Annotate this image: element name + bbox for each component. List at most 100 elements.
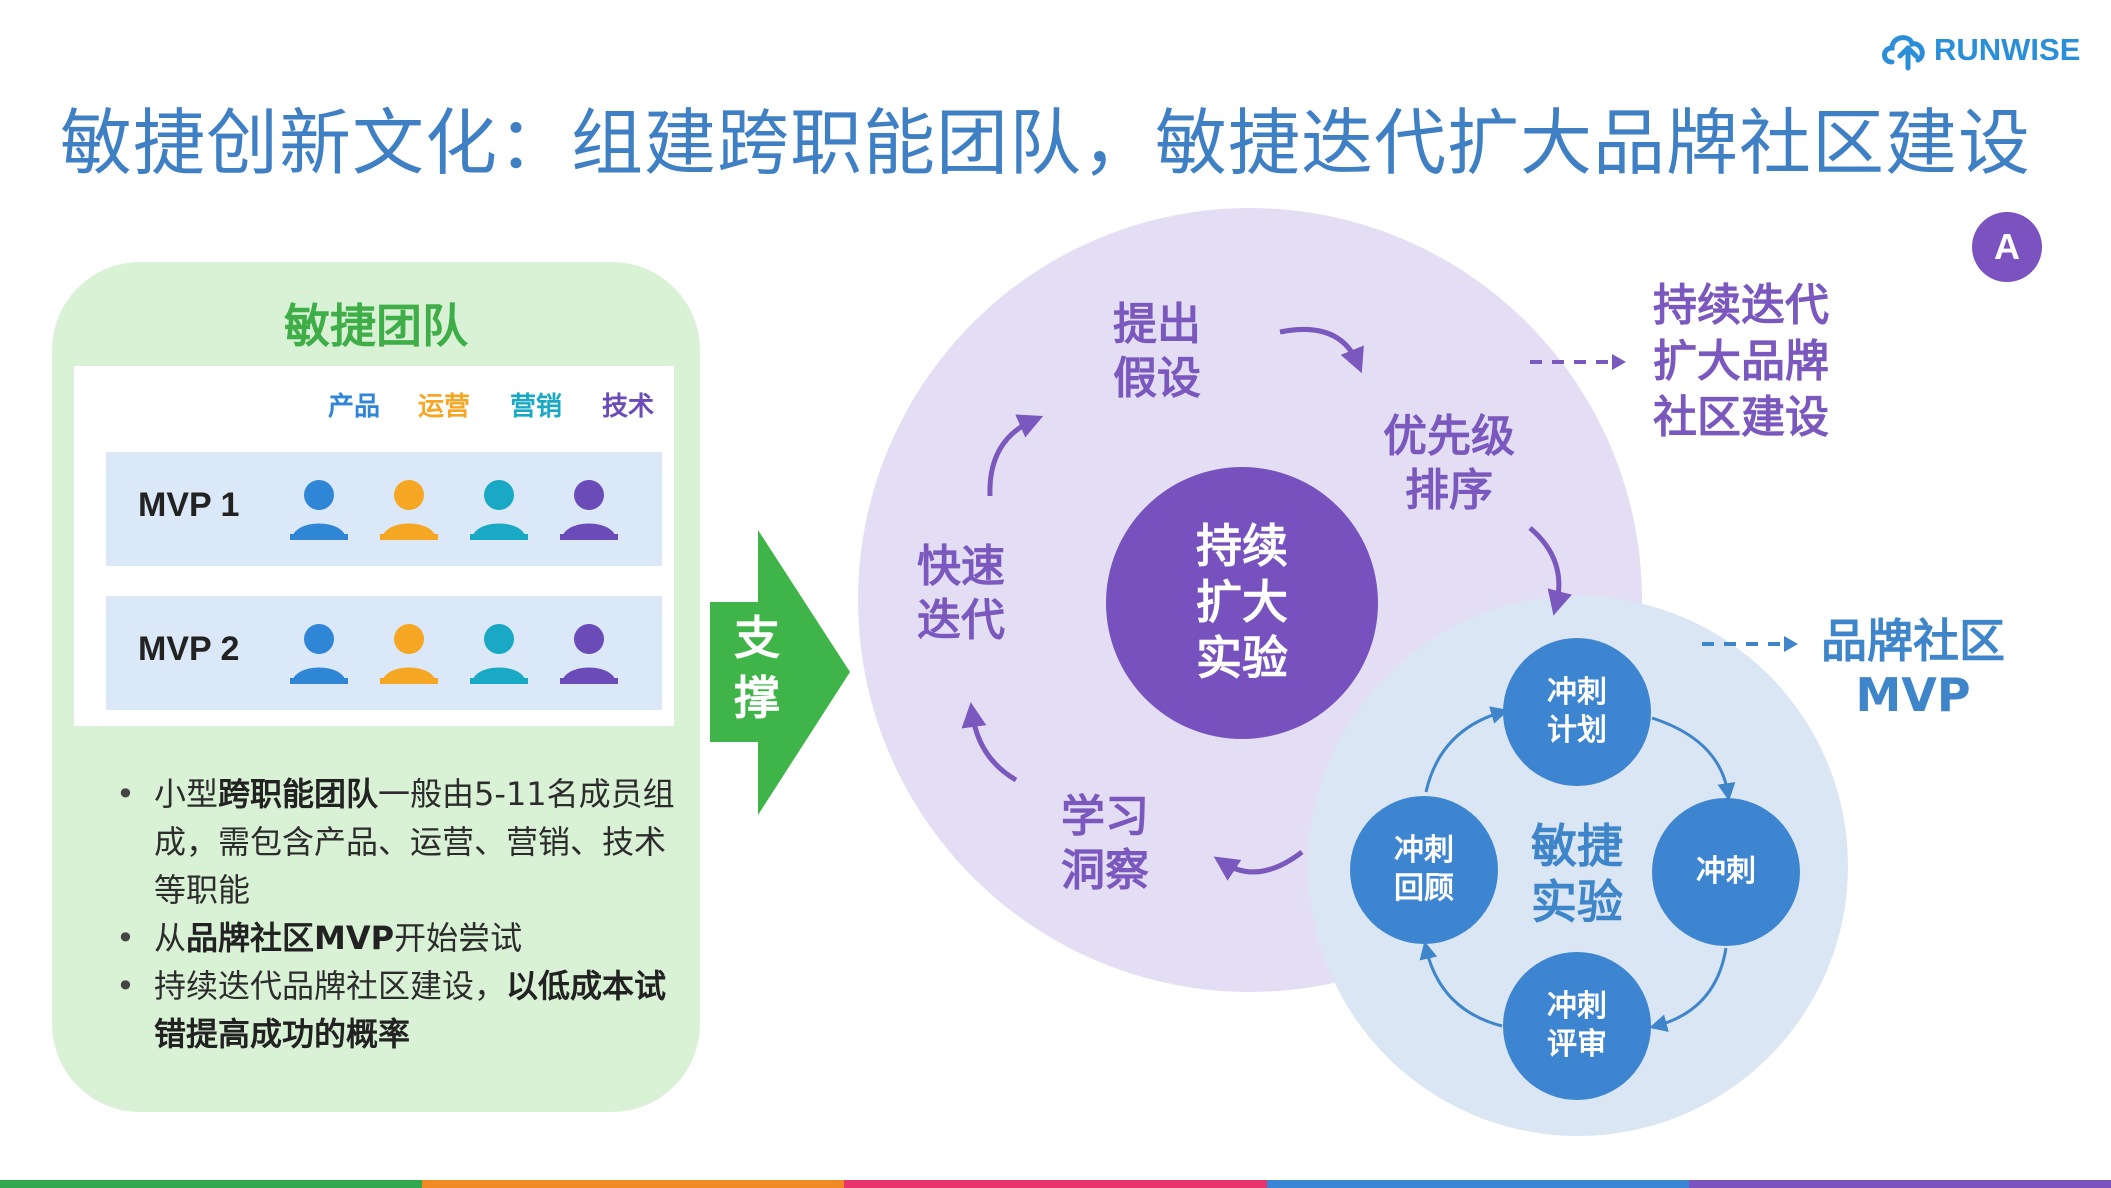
- sprint-arrow: [1424, 706, 1509, 793]
- product-person-icon: [290, 624, 348, 684]
- bullet-text: 一般由5-11名成员组成，需包含产品、运营、营销、技术等职能: [154, 775, 675, 909]
- sprint-retro-circle: [1350, 796, 1498, 944]
- sprint-review-label: 冲刺 评审: [1502, 988, 1652, 1064]
- stripe-segment-pink: [844, 1180, 1267, 1188]
- support-label-line: 支: [734, 611, 780, 665]
- cycle-arrow: [987, 414, 1044, 497]
- cycle-step-line: 假设: [1113, 353, 1201, 404]
- marketing-person-icon: [470, 624, 528, 684]
- sprint-plan-label: 冲刺 计划: [1502, 674, 1652, 750]
- sprint-label-line: 评审: [1547, 1027, 1607, 1062]
- sprint-label-line: 冲刺: [1696, 854, 1756, 889]
- center-label: 持续 扩大 实验: [1106, 518, 1378, 686]
- bullet-text: 小型: [154, 775, 219, 813]
- team-title: 敏捷团队: [284, 299, 468, 353]
- bullet-item: 小型跨职能团队一般由5-11名成员组成，需包含产品、运营、营销、技术等职能: [116, 770, 676, 914]
- cycle-step-line: 排序: [1405, 465, 1493, 516]
- bullet-bold-text: 跨职能团队: [218, 775, 379, 813]
- agile-team-panel: 敏捷团队 产品 运营 营销 技术 MVP 1 MVP 2 小型跨职能团队一般由5…: [52, 262, 700, 1112]
- product-person-icon: [290, 480, 348, 540]
- cycle-arrow: [1279, 326, 1364, 374]
- bullet-text: 开始尝试: [394, 919, 523, 957]
- support-label-line: 撑: [734, 671, 780, 725]
- sprint-label-line: 计划: [1547, 713, 1607, 748]
- sprint-circle: [1652, 798, 1800, 946]
- center-label-line: 持续: [1196, 519, 1288, 573]
- sprint-review-circle: [1503, 952, 1651, 1100]
- cycle-step-prioritize: 优先级 排序: [1364, 410, 1534, 518]
- operation-person-icon: [380, 480, 438, 540]
- bullet-item: 从品牌社区MVP开始尝试: [116, 914, 676, 962]
- runwise-logo: RUNWISE: [1878, 22, 2080, 78]
- role-label-marketing: 营销: [509, 392, 562, 422]
- sprint-arrow: [1651, 716, 1736, 802]
- bullet-text: 持续迭代品牌社区建设，: [154, 967, 507, 1005]
- stripe-segment-orange: [422, 1180, 845, 1188]
- cycle-step-line: 快速: [917, 541, 1005, 592]
- cycle-step-line: 学习: [1061, 791, 1149, 842]
- center-label-line: 实验: [1196, 631, 1288, 685]
- side-label-line: 品牌社区: [1821, 614, 2005, 668]
- agile-experiment-line: 实验: [1531, 875, 1623, 929]
- page-title: 敏捷创新文化：组建跨职能团队，敏捷迭代扩大品牌社区建设: [60, 101, 2032, 185]
- sprint-label: 冲刺: [1651, 853, 1801, 891]
- support-arrow-shape: [710, 530, 850, 815]
- dashed-pointer-head: [1612, 354, 1626, 370]
- mvp-label: MVP 1: [138, 486, 240, 524]
- sprint-label-line: 冲刺: [1547, 989, 1607, 1024]
- cycle-step-line: 提出: [1113, 299, 1201, 350]
- mvp-label: MVP 2: [138, 630, 240, 668]
- cycle-step-line: 迭代: [917, 595, 1005, 646]
- sprint-arrow: [1649, 947, 1728, 1032]
- mvp-row-1: MVP 1: [106, 452, 662, 566]
- mvp-row-2: MVP 2: [106, 596, 662, 710]
- bullet-item: 持续迭代品牌社区建设，以低成本试错提高成功的概率: [116, 962, 676, 1058]
- center-circle: [1106, 467, 1378, 739]
- cycle-step-line: 洞察: [1061, 845, 1149, 896]
- team-table: 产品 运营 营销 技术 MVP 1 MVP 2: [74, 366, 674, 726]
- side-label-community-mvp: 品牌社区 MVP: [1800, 614, 2026, 722]
- bullet-bold-text: 品牌社区MVP: [186, 919, 395, 957]
- bottom-color-stripe: [0, 1180, 2111, 1188]
- sprint-label-line: 冲刺: [1547, 675, 1607, 710]
- bullet-text: 从: [154, 919, 187, 957]
- cloud-logo-icon: [1882, 35, 1925, 71]
- agile-experiment-label: 敏捷 实验: [1502, 818, 1652, 930]
- stripe-segment-purple: [1688, 1180, 2111, 1188]
- logo-text: RUNWISE: [1934, 32, 2081, 67]
- bullet-bold-text: 以低成本试错提高成功的概率: [154, 967, 667, 1053]
- tech-person-icon: [560, 480, 618, 540]
- side-label-line: 社区建设: [1653, 392, 1829, 443]
- cycle-step-line: 优先级: [1383, 411, 1515, 462]
- center-label-line: 扩大: [1196, 575, 1288, 629]
- stripe-segment-blue: [1266, 1180, 1689, 1188]
- support-label: 支 撑: [722, 608, 792, 728]
- cycle-arrow: [961, 702, 1018, 783]
- sprint-label-line: 回顾: [1394, 871, 1454, 906]
- sprint-plan-circle: [1503, 638, 1651, 786]
- sprint-retro-label: 冲刺 回顾: [1349, 832, 1499, 908]
- section-badge: A: [1972, 212, 2042, 282]
- cycle-arrow: [1528, 526, 1572, 616]
- dashed-pointer-head: [1784, 636, 1798, 652]
- sprint-cycle-circle: [1308, 596, 1848, 1136]
- cycle-step-learn: 学习 洞察: [1040, 790, 1170, 898]
- marketing-person-icon: [470, 480, 528, 540]
- operation-person-icon: [380, 624, 438, 684]
- role-label-operation: 运营: [417, 392, 470, 422]
- side-label-brand-community: 持续迭代 扩大品牌 社区建设: [1636, 278, 1846, 446]
- stripe-segment-green: [0, 1180, 423, 1188]
- role-label-tech: 技术: [601, 392, 654, 422]
- team-bullets: 小型跨职能团队一般由5-11名成员组成，需包含产品、运营、营销、技术等职能 从品…: [116, 770, 676, 1058]
- role-label-product: 产品: [327, 392, 380, 422]
- side-label-line: 扩大品牌: [1653, 336, 1829, 387]
- tech-person-icon: [560, 624, 618, 684]
- agile-experiment-line: 敏捷: [1531, 819, 1623, 873]
- side-label-line: MVP: [1855, 668, 1971, 722]
- cycle-arrow: [1213, 850, 1304, 881]
- cycle-step-hypothesis: 提出 假设: [1092, 298, 1222, 406]
- sprint-arrow: [1419, 940, 1503, 1028]
- cycle-step-iterate: 快速 迭代: [896, 540, 1026, 648]
- side-label-line: 持续迭代: [1653, 280, 1829, 331]
